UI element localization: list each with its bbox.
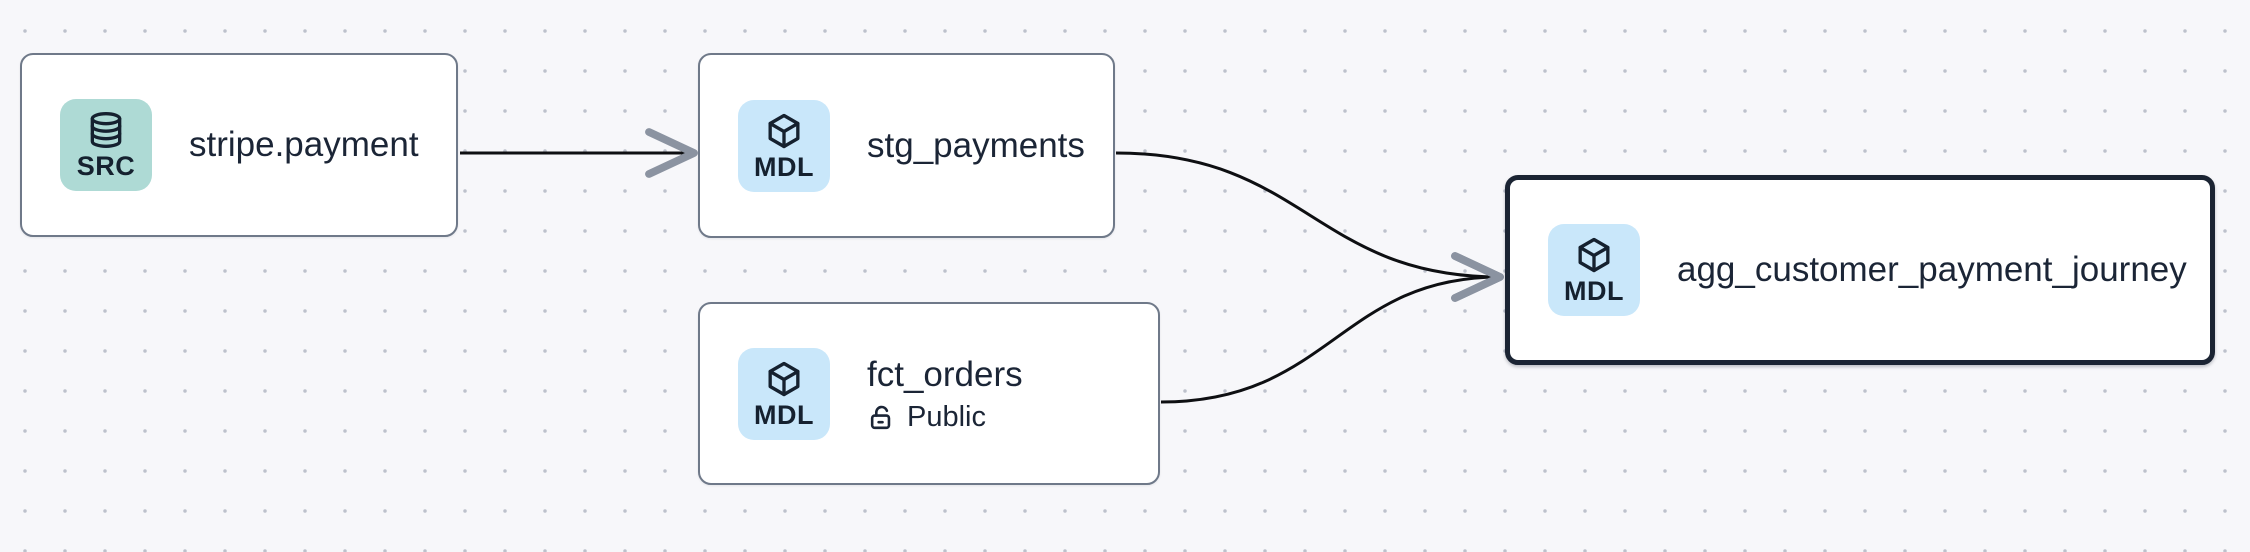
node-stg-payments[interactable]: MDL stg_payments [698, 53, 1115, 238]
model-type-badge: MDL [738, 99, 830, 192]
badge-label: MDL [754, 399, 814, 430]
badge-label: MDL [754, 151, 814, 182]
model-type-badge: MDL [738, 347, 830, 440]
lock-open-icon [870, 405, 891, 430]
badge-label: SRC [76, 151, 136, 181]
cube-icon [1578, 237, 1610, 273]
edge-stg-payments-to-agg-customer-payment-journey[interactable] [1115, 151, 1504, 302]
node-label: agg_customer_payment_journey [1677, 250, 2187, 289]
cube-icon [768, 361, 800, 396]
node-agg-customer-payment-journey[interactable]: MDL agg_customer_payment_journey [1505, 175, 2215, 365]
node-label: stripe.payment [189, 125, 419, 164]
badge-label: MDL [1564, 276, 1624, 306]
model-type-badge: MDL [1548, 224, 1640, 316]
node-label: stg_payments [867, 125, 1085, 165]
access-label: Public [907, 400, 986, 433]
edge-fct-orders-to-agg-customer-payment-journey[interactable] [1160, 252, 1504, 404]
access-row: Public [867, 400, 1023, 434]
node-stripe-payment[interactable]: SRC stripe.payment [20, 53, 458, 237]
node-fct-orders[interactable]: MDL fct_orders Public [698, 302, 1160, 485]
node-label: fct_orders [867, 354, 1023, 394]
database-icon [90, 111, 122, 148]
cube-icon [768, 113, 800, 148]
source-type-badge: SRC [60, 99, 152, 191]
